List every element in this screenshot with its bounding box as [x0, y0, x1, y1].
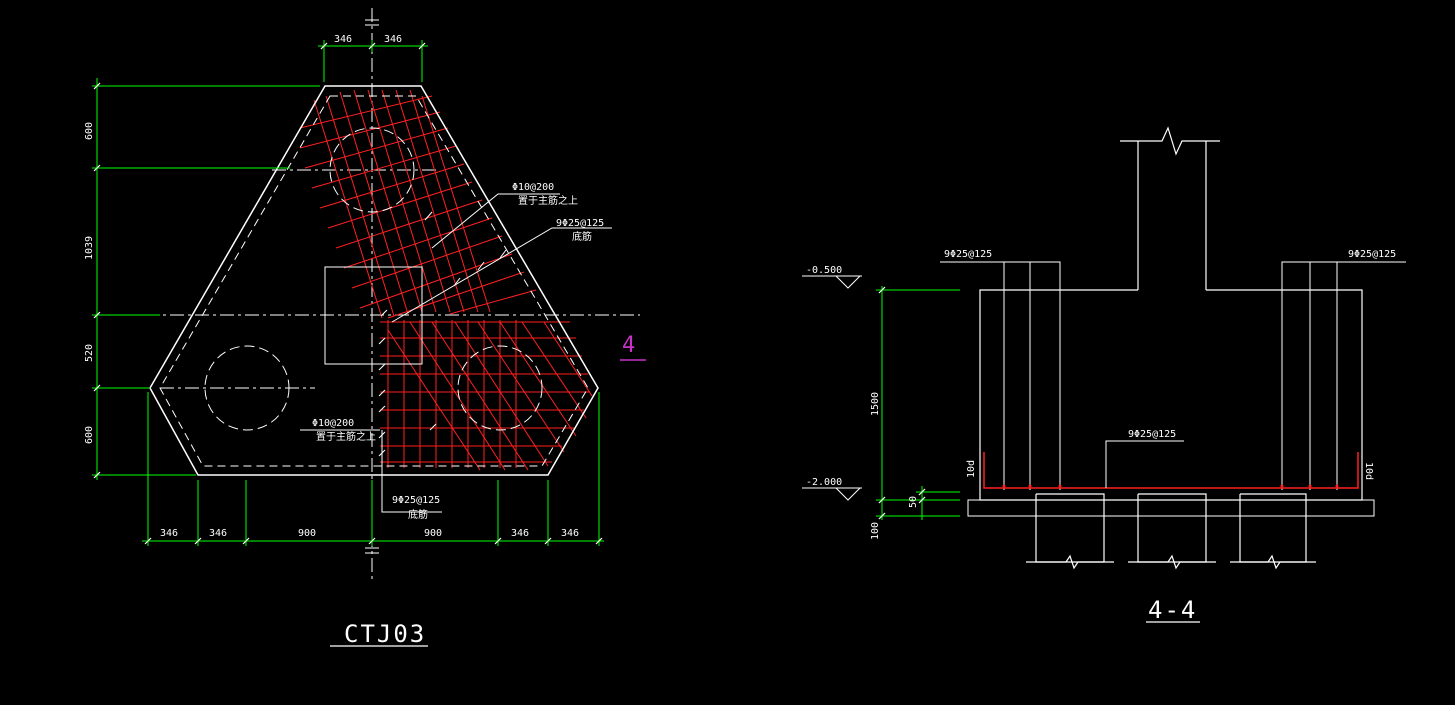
dim-bottom-4: 900 — [424, 528, 442, 539]
plan-title: CTJ03 — [344, 620, 426, 648]
section-dim-100: 100 — [870, 522, 881, 540]
dim-bottom-6: 346 — [561, 528, 579, 539]
section-piles — [1026, 493, 1316, 570]
pile-cap-cover-line — [159, 95, 589, 467]
section-rebar-bottom-leader — [1105, 440, 1184, 488]
dim-bottom-2: 346 — [209, 528, 227, 539]
dim-left-1: 600 — [84, 122, 95, 140]
section-bottom-rebar — [983, 452, 1359, 489]
level-bottom-label: -2.000 — [806, 477, 842, 488]
section-dimension-lines — [876, 286, 960, 520]
note-main-upper-line1: 9Φ25@125 — [556, 218, 604, 229]
pile-top — [329, 127, 415, 213]
section-level-marks — [802, 275, 862, 501]
note-main-lower-line2: 底筋 — [408, 508, 428, 521]
dim-bottom-5: 346 — [511, 528, 529, 539]
section-column — [1120, 126, 1220, 290]
section-title: 4-4 — [1148, 596, 1197, 624]
dim-left-3: 520 — [84, 344, 95, 362]
section-depth-dim: 1500 — [870, 392, 881, 416]
pile-cap-plan: Φ10@200 置于主筋之上 9Φ25@125 底筋 Φ10@200 置于主筋之… — [84, 8, 646, 648]
pile-left — [204, 345, 290, 431]
section-vertical-bars — [940, 261, 1406, 490]
dim-bottom-1: 346 — [160, 528, 178, 539]
dim-top-2: 346 — [384, 34, 402, 45]
level-top-label: -0.500 — [806, 265, 842, 276]
column-outline — [324, 266, 423, 365]
plan-dimension-lines — [92, 40, 604, 546]
section-rebar-right-label: 9Φ25@125 — [1348, 249, 1396, 260]
dim-bottom-3: 900 — [298, 528, 316, 539]
section-dimension-ticks — [878, 286, 926, 520]
section-marker-label: 4 — [622, 333, 635, 358]
section-blinding — [967, 499, 1375, 517]
plan-leaders — [300, 193, 612, 513]
note-distribution-lower-line2: 置于主筋之上 — [316, 430, 376, 443]
pile-right — [457, 345, 543, 431]
section-4-4: -0.500 -2.000 1500 50 100 9Φ25@125 9Φ25@… — [802, 126, 1406, 624]
plan-dimension-ticks — [93, 42, 603, 545]
section-end-right-label: 10d — [1363, 462, 1374, 480]
section-rebar-left-label: 9Φ25@125 — [944, 249, 992, 260]
dim-left-2: 1039 — [84, 236, 95, 260]
note-main-upper-line2: 底筋 — [572, 230, 592, 243]
plan-axis-break-marks — [365, 19, 379, 554]
note-main-lower-line1: 9Φ25@125 — [392, 495, 440, 506]
section-end-left-label: 10d — [966, 460, 977, 478]
note-distribution-line2: 置于主筋之上 — [518, 194, 578, 207]
note-distribution-line1: Φ10@200 — [512, 182, 554, 193]
dim-top-1: 346 — [334, 34, 352, 45]
section-rebar-bottom-label: 9Φ25@125 — [1128, 429, 1176, 440]
note-distribution-lower-line1: Φ10@200 — [312, 418, 354, 429]
section-dim-50: 50 — [908, 496, 919, 508]
dim-left-4: 600 — [84, 426, 95, 444]
plan-rebar-mesh — [299, 89, 593, 471]
section-rebar-dots — [1002, 484, 1339, 488]
